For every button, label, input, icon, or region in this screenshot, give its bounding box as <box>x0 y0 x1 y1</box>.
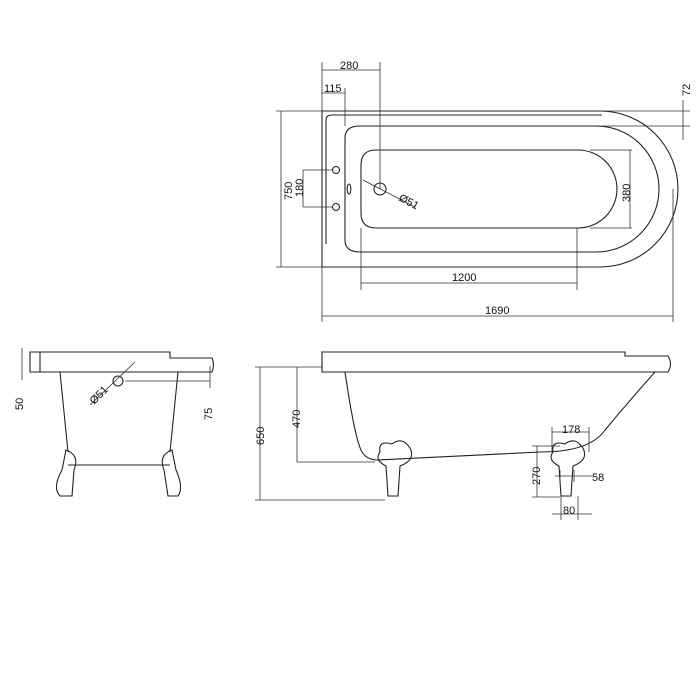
end-foot-left <box>55 449 77 497</box>
side-rim <box>321 351 672 373</box>
basin <box>360 149 618 229</box>
side-view: 650 470 178 270 58 80 <box>255 351 672 520</box>
dim-80: 80 <box>563 505 575 517</box>
dim-1690: 1690 <box>485 305 509 317</box>
claw-foot-left <box>377 440 413 497</box>
end-view: Ø51 50 75 <box>14 348 215 497</box>
dim-1200: 1200 <box>452 272 476 284</box>
dim-50: 50 <box>14 398 26 410</box>
waste-icon <box>112 375 124 387</box>
end-foot-right <box>161 449 182 497</box>
dim-72: 72 <box>681 84 693 96</box>
side-body <box>344 371 656 461</box>
overflow-icon <box>346 183 352 195</box>
claw-foot-right <box>550 440 586 497</box>
inner-rim <box>344 125 660 253</box>
dim-380: 380 <box>621 184 633 202</box>
dim-650: 650 <box>255 427 267 445</box>
tap-hole-icon <box>331 202 341 212</box>
dim-58: 58 <box>592 472 604 484</box>
end-rim <box>29 351 215 373</box>
dim-75: 75 <box>203 408 215 420</box>
tap-deck <box>325 114 602 244</box>
bath-outline-top <box>321 110 679 268</box>
end-body <box>59 371 179 466</box>
dim-470: 470 <box>291 410 303 428</box>
dim-750: 750 <box>283 182 295 200</box>
dim-270: 270 <box>531 467 543 485</box>
dim-waste-top: Ø51 <box>397 192 421 212</box>
dim-180: 180 <box>294 179 306 197</box>
dim-178: 178 <box>562 424 580 436</box>
dim-115: 115 <box>324 83 342 95</box>
top-view: 280 115 72 750 180 Ø51 380 1200 1690 <box>276 60 693 322</box>
tap-hole-icon <box>331 165 341 175</box>
dim-280: 280 <box>340 60 358 72</box>
